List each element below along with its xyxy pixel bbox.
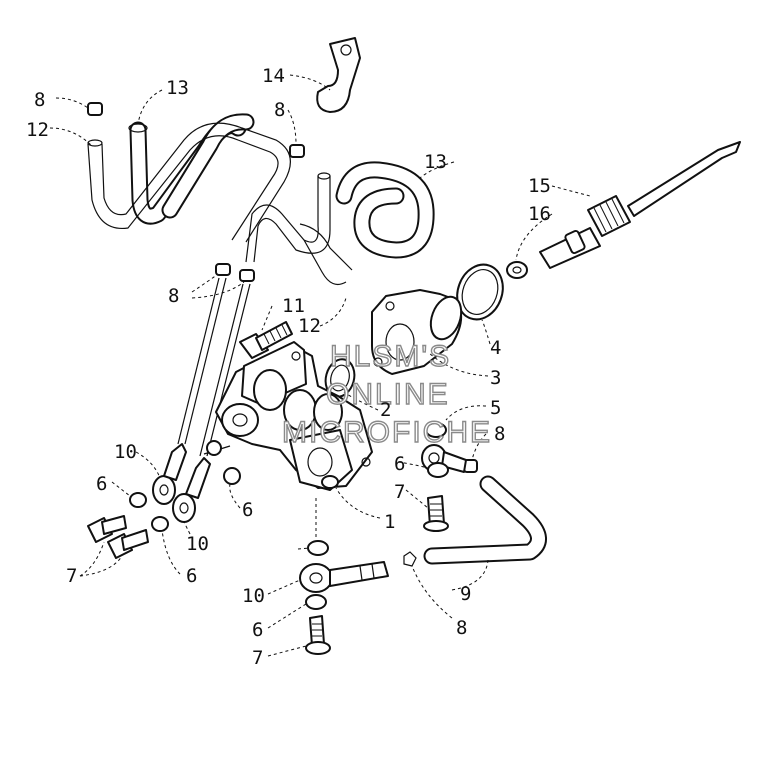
part-4-o-ring	[456, 263, 504, 321]
callout-15: 15	[528, 175, 551, 197]
callout-12b: 12	[298, 315, 321, 337]
part-3-flange-housing	[371, 289, 463, 375]
callout-6e: 6	[394, 453, 405, 475]
part-7-banjo-bolts	[87, 495, 449, 655]
callout-1: 1	[384, 511, 395, 533]
callout-11: 11	[282, 295, 305, 317]
callout-6d: 6	[252, 619, 263, 641]
callout-12a: 12	[26, 119, 49, 141]
callout-7a: 7	[66, 565, 77, 587]
callout-8c: 8	[168, 285, 179, 307]
part-11-bolt	[239, 321, 293, 359]
part-13-oil-hose-left	[128, 113, 255, 225]
callout-5: 5	[490, 397, 501, 419]
callout-7c: 7	[252, 647, 263, 669]
callout-8a: 8	[34, 89, 45, 111]
callout-8d: 8	[494, 423, 505, 445]
watermark: HLSM'S ONLINE MICROFICHE	[281, 339, 492, 449]
callout-labels: 1 2 3 4 5 6 6 6 6 6 7 7 7 8 8 8 8 8 9 10…	[26, 65, 551, 669]
callout-6b: 6	[186, 565, 197, 587]
callout-13a: 13	[166, 77, 189, 99]
callout-6c: 6	[242, 499, 253, 521]
part-15-drive-cable	[539, 141, 741, 269]
callout-13b: 13	[424, 151, 447, 173]
watermark-line-2: ONLINE	[326, 378, 450, 411]
callout-16: 16	[528, 203, 551, 225]
part-16-washer	[506, 261, 528, 279]
part-12-oil-line-left	[87, 122, 291, 243]
callout-3: 3	[490, 367, 501, 389]
callout-9: 9	[460, 583, 471, 605]
part-13-oil-hose-right	[335, 161, 435, 259]
part-10-banjo-fittings-left	[152, 443, 211, 523]
callout-8e: 8	[456, 617, 467, 639]
part-6-washers	[129, 422, 449, 610]
callout-2: 2	[380, 399, 391, 421]
part-1-oil-pump	[203, 341, 373, 491]
part-9-oil-hose	[423, 475, 547, 565]
callout-14: 14	[262, 65, 285, 87]
callout-4: 4	[490, 337, 501, 359]
oil-feed-lines	[177, 277, 251, 457]
callout-10a: 10	[114, 441, 137, 463]
callout-7b: 7	[394, 481, 405, 503]
leader-lines	[49, 74, 591, 657]
callout-10c: 10	[242, 585, 265, 607]
callout-6a: 6	[96, 473, 107, 495]
callout-8b: 8	[274, 99, 285, 121]
callout-10b: 10	[186, 533, 209, 555]
watermark-line-1: HLSM'S	[330, 340, 451, 373]
part-14-clamp	[316, 37, 361, 113]
part-10-banjo-fitting-bottom	[299, 561, 389, 593]
part-8-hose-clamps	[87, 102, 478, 567]
part-12-oil-line-right	[245, 172, 353, 285]
watermark-line-3: MICROFICHE	[282, 416, 492, 449]
